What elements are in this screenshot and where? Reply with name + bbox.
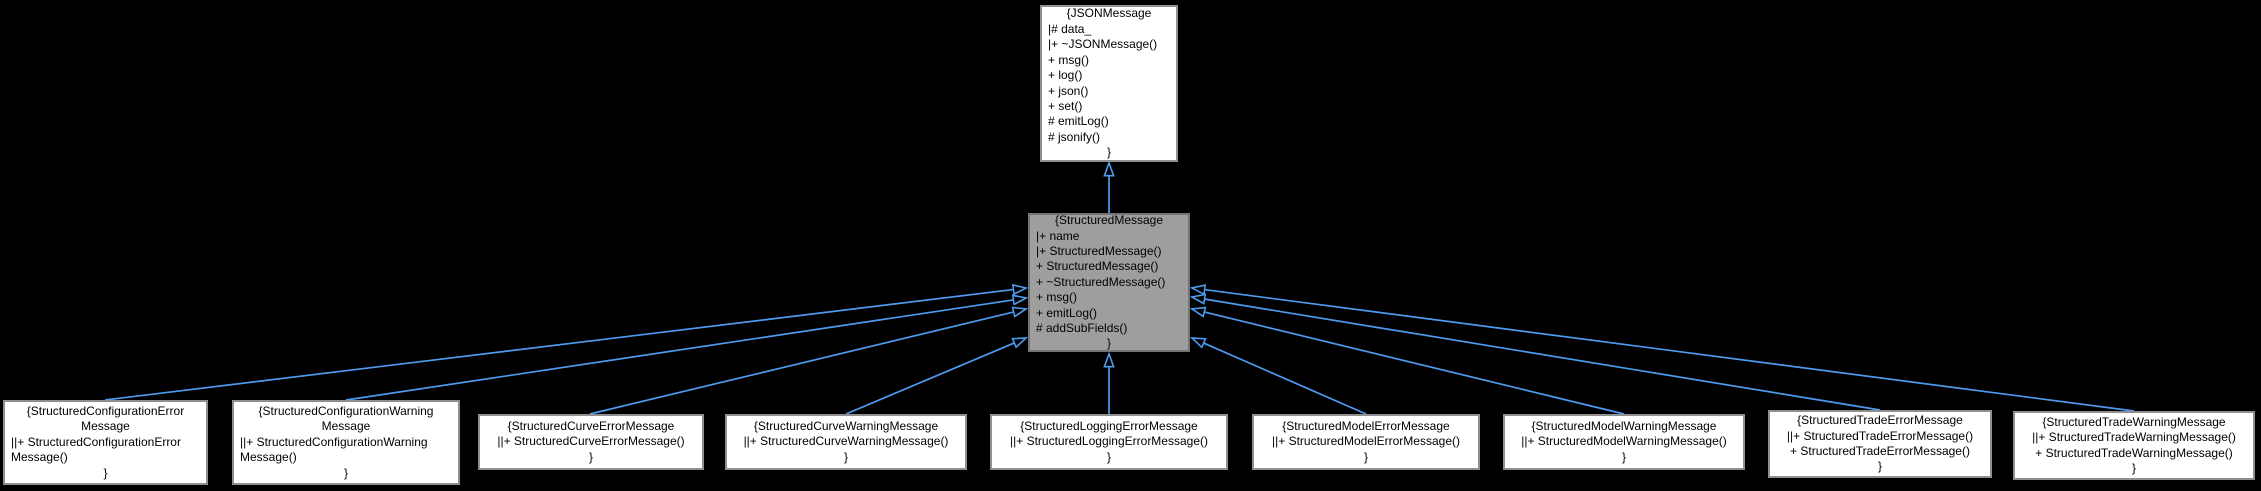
class-node-line: ||+ StructuredModelErrorMessage(): [1272, 434, 1460, 449]
class-node-line: # addSubFields(): [1036, 321, 1128, 336]
inheritance-edge-configuration-error-to-structured-message: [104, 283, 1029, 401]
inheritance-edge-trade-error-to-structured-message: [1189, 293, 1881, 411]
inheritance-edge-model-warning-to-structured-message: [1189, 306, 1625, 415]
class-node-line: + log(): [1048, 68, 1083, 83]
class-node-line: {StructuredConfigurationError: [26, 403, 185, 418]
class-node-line: {StructuredMessage: [1054, 213, 1164, 228]
class-node-line: ||+ StructuredCurveWarningMessage(): [743, 434, 949, 449]
class-node-line: ||+ StructuredModelWarningMessage(): [1521, 434, 1727, 449]
class-node-line: + set(): [1048, 98, 1083, 113]
class-node-json-message[interactable]: {JSONMessage|# data_|+ ~JSONMessage()+ m…: [1040, 5, 1178, 162]
class-node-line: ||+ StructuredConfigurationError: [11, 434, 181, 449]
class-node-structured-model-error-message[interactable]: {StructuredModelErrorMessage||+ Structur…: [1252, 414, 1480, 470]
class-node-line: }: [1106, 449, 1111, 464]
class-node-line: + msg(): [1048, 52, 1090, 67]
class-node-line: |+ name: [1036, 228, 1080, 243]
class-node-line: + StructuredTradeErrorMessage(): [1790, 444, 1970, 458]
class-node-line: ||+ StructuredCurveErrorMessage(): [497, 434, 685, 449]
class-node-line: Message(): [11, 450, 68, 465]
class-node-structured-logging-error-message[interactable]: {StructuredLoggingErrorMessage||+ Struct…: [990, 414, 1228, 470]
class-node-structured-curve-warning-message[interactable]: {StructuredCurveWarningMessage||+ Struct…: [725, 414, 967, 470]
class-node-line: Message: [321, 419, 371, 434]
class-node-line: }: [343, 465, 348, 480]
class-node-line: {StructuredLoggingErrorMessage: [1020, 418, 1198, 433]
class-node-line: {StructuredTradeErrorMessage: [1797, 413, 1963, 428]
class-node-structured-trade-warning-message[interactable]: {StructuredTradeWarningMessage||+ Struct…: [2013, 411, 2255, 480]
class-node-line: ||+ StructuredTradeErrorMessage(): [1786, 428, 1974, 443]
inheritance-edge-model-error-to-structured-message: [1189, 337, 1367, 415]
inheritance-edge-curve-error-to-structured-message: [589, 306, 1029, 415]
class-node-line: }: [1877, 459, 1882, 474]
class-node-line: }: [1621, 449, 1626, 464]
class-node-line: |# data_: [1048, 21, 1092, 36]
class-node-line: {StructuredConfigurationWarning: [258, 403, 434, 418]
class-node-structured-curve-error-message[interactable]: {StructuredCurveErrorMessage||+ Structur…: [478, 414, 704, 470]
class-node-line: + StructuredMessage(): [1036, 259, 1159, 274]
class-node-line: # jsonify(): [1048, 129, 1101, 144]
inheritance-edge-trade-warning-to-structured-message: [1189, 284, 2135, 412]
class-node-line: }: [588, 449, 593, 464]
class-node-line: ||+ StructuredTradeWarningMessage(): [2032, 430, 2236, 445]
class-node-line: {StructuredTradeWarningMessage: [2042, 414, 2226, 429]
class-node-line: |+ ~JSONMessage(): [1048, 37, 1158, 52]
class-node-line: Message: [81, 419, 130, 434]
inheritance-edge-curve-warning-to-structured-message: [845, 337, 1029, 415]
class-node-line: + ~StructuredMessage(): [1036, 274, 1166, 289]
class-node-line: # emitLog(): [1048, 114, 1109, 129]
class-node-line: }: [1363, 449, 1368, 464]
class-node-line: }: [1106, 336, 1111, 351]
class-node-structured-message[interactable]: {StructuredMessage|+ name|+ StructuredMe…: [1028, 213, 1190, 352]
class-node-line: ||+ StructuredLoggingErrorMessage(): [1010, 434, 1208, 449]
class-node-line: |+ StructuredMessage(): [1036, 243, 1162, 258]
class-node-line: {StructuredCurveErrorMessage: [507, 418, 675, 433]
class-node-structured-trade-error-message[interactable]: {StructuredTradeErrorMessage||+ Structur…: [1768, 410, 1992, 478]
class-node-line: + msg(): [1036, 290, 1078, 305]
class-node-structured-model-warning-message[interactable]: {StructuredModelWarningMessage||+ Struct…: [1503, 414, 1745, 470]
class-node-line: }: [843, 449, 848, 464]
class-node-line: {StructuredModelWarningMessage: [1531, 418, 1717, 433]
class-node-line: Message(): [240, 450, 297, 465]
class-node-line: }: [1106, 145, 1111, 160]
class-node-line: {JSONMessage: [1066, 6, 1152, 21]
class-node-line: {StructuredModelErrorMessage: [1282, 418, 1450, 433]
class-node-line: }: [103, 465, 108, 480]
inheritance-edge-configuration-warning-to-structured-message: [345, 294, 1029, 401]
class-node-line: + StructuredTradeWarningMessage(): [2035, 445, 2233, 460]
class-node-line: }: [2131, 460, 2136, 475]
class-node-line: {StructuredCurveWarningMessage: [753, 418, 939, 433]
class-node-line: ||+ StructuredConfigurationWarning: [240, 434, 428, 449]
class-node-line: + json(): [1048, 83, 1089, 98]
class-node-line: + emitLog(): [1036, 305, 1098, 320]
